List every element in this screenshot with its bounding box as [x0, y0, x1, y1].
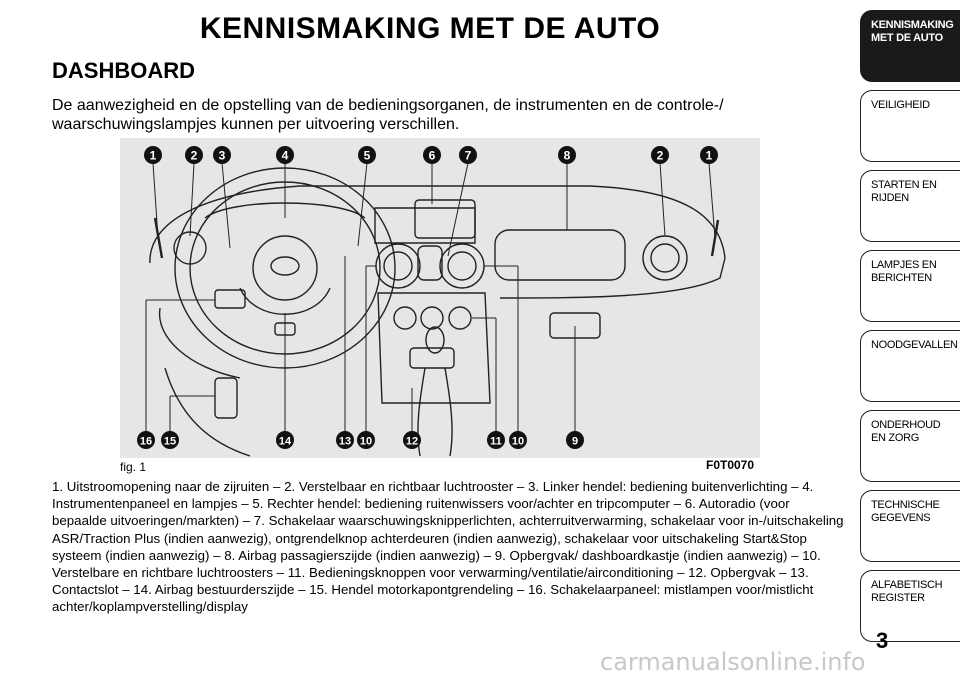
- tab-kennismaking[interactable]: KENNISMAKING MET DE AUTO: [860, 10, 960, 82]
- figure-caption: 1. Uitstroomopening naar de zijruiten – …: [52, 479, 844, 615]
- tab-lampjes-en-berichten[interactable]: LAMPJES EN BERICHTEN: [860, 250, 960, 322]
- callout-marker: [509, 431, 527, 449]
- tab-noodgevallen[interactable]: NOODGEVALLEN: [860, 330, 960, 402]
- callout-marker: [276, 431, 294, 449]
- callout-marker: [459, 146, 477, 164]
- tab-technische-gegevens[interactable]: TECHNISCHE GEGEVENS: [860, 490, 960, 562]
- figure-label: fig. 1: [120, 460, 147, 474]
- intro-text: De aanwezigheid en de opstelling van de …: [52, 97, 724, 133]
- figure-code: F0T0070: [706, 458, 755, 472]
- figure-background: [120, 138, 760, 458]
- callout-marker: [558, 146, 576, 164]
- callout-label: 15: [164, 436, 176, 448]
- callout-label: 10: [512, 436, 524, 448]
- callout-marker: [423, 146, 441, 164]
- callout-marker: [213, 146, 231, 164]
- callout-label: 11: [490, 436, 502, 448]
- callout-marker: [357, 431, 375, 449]
- callout-leader-lines: [145, 162, 716, 438]
- callout-marker: [336, 431, 354, 449]
- callout-label: 14: [279, 436, 292, 448]
- callout-marker: [137, 431, 155, 449]
- callout-marker: [700, 146, 718, 164]
- callout-label: 5: [364, 149, 371, 163]
- callout-marker: [276, 146, 294, 164]
- callout-label: 4: [282, 149, 289, 163]
- callout-label: 16: [140, 436, 152, 448]
- tab-alfabetisch-register[interactable]: ALFABETISCH REGISTER: [860, 570, 960, 642]
- callout-label: 13: [339, 436, 351, 448]
- callout-label: 2: [657, 149, 664, 163]
- tab-starten-en-rijden[interactable]: STARTEN EN RIJDEN: [860, 170, 960, 242]
- callout-label: 3: [219, 149, 226, 163]
- callout-marker: [566, 431, 584, 449]
- callout-label: 7: [465, 149, 472, 163]
- callout-label: 1: [706, 149, 713, 163]
- callout-marker: [651, 146, 669, 164]
- page-title: KENNISMAKING MET DE AUTO: [199, 12, 661, 45]
- callout-label: 12: [406, 436, 418, 448]
- callout-label: 1: [150, 149, 157, 163]
- callout-label: 2: [191, 149, 198, 163]
- callout-marker: [487, 431, 505, 449]
- callout-marker: [144, 146, 162, 164]
- callout-marker: [403, 431, 421, 449]
- tab-veiligheid[interactable]: VEILIGHEID: [860, 90, 960, 162]
- callout-marker: [185, 146, 203, 164]
- callouts-top: 1 2 3 4 5 6 7 8 2 1: [144, 146, 718, 164]
- callouts-bottom: 16 15 14 13 10 12 11 10 9: [137, 431, 584, 449]
- page-number: 3: [876, 628, 889, 653]
- callout-label: 8: [564, 149, 571, 163]
- section-title: DASHBOARD: [52, 58, 195, 83]
- callout-label: 9: [572, 436, 578, 448]
- watermark: carmanualsonline.info: [600, 648, 866, 676]
- callout-marker: [161, 431, 179, 449]
- callout-label: 6: [429, 149, 436, 163]
- callout-marker: [358, 146, 376, 164]
- callout-label: 10: [360, 436, 372, 448]
- dashboard-figure: 1 2 3 4 5 6 7 8 2 1 16 15 14 13 10 12 11…: [120, 138, 760, 458]
- tab-onderhoud-en-zorg[interactable]: ONDERHOUD EN ZORG: [860, 410, 960, 482]
